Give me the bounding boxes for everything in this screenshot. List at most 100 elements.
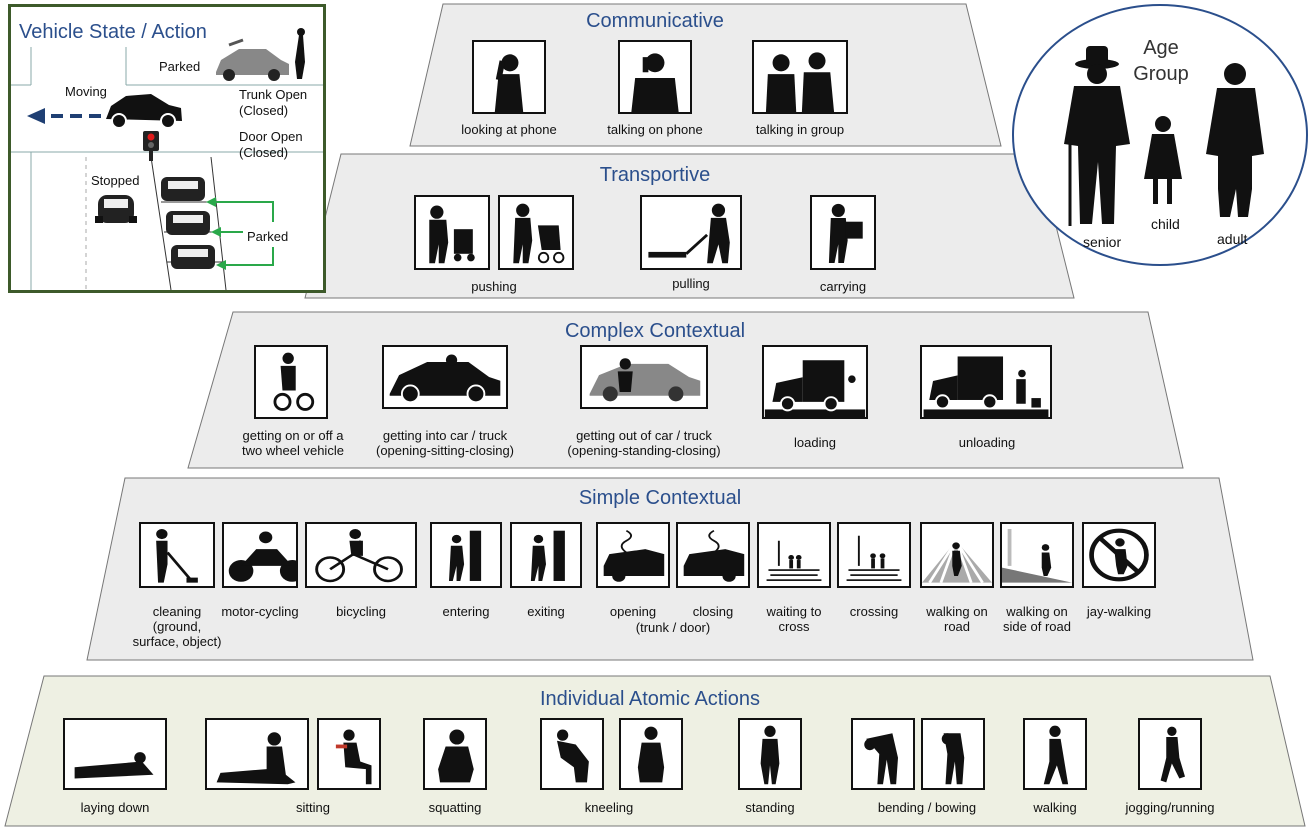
caption-cleaning: cleaning(ground,surface, object) [132, 604, 222, 649]
parked-car-icon [216, 28, 305, 81]
transportive-title: Transportive [599, 164, 711, 186]
crossing-icon [846, 535, 902, 581]
tile-squatting [423, 718, 487, 790]
caption-walking: walking [1033, 800, 1077, 815]
caption-carrying: carrying [819, 279, 867, 294]
senior-silhouette-icon [1064, 46, 1130, 226]
age-silhouettes [1064, 46, 1264, 226]
trunk-opening-icon [603, 529, 665, 582]
no-pedestrian-icon [1089, 528, 1149, 582]
age-label-child: child [1151, 216, 1180, 232]
squatting-icon [438, 729, 474, 783]
caption-talking-on-phone: talking on phone [607, 122, 703, 137]
car-entering-icon [389, 354, 501, 404]
kneeling-2-icon [637, 726, 665, 783]
tile-entering-door [430, 522, 502, 588]
complex-title: Complex Contextual [564, 320, 746, 342]
communicative-title: Communicative [586, 10, 724, 32]
motorcycle-icon [228, 531, 296, 582]
tile-jogging [1138, 718, 1202, 790]
caption-trunk-door-note: (trunk / door) [635, 620, 711, 635]
truck-loading-icon [764, 360, 866, 417]
stopped-car-icon [95, 195, 137, 223]
carrying-box-icon [828, 203, 863, 264]
adult-silhouette-icon [1206, 63, 1264, 217]
tile-standing [738, 718, 802, 790]
jogging-icon [1160, 726, 1185, 783]
caption-looking-at-phone: looking at phone [461, 122, 557, 137]
vehicle-scene [11, 28, 323, 290]
tile-car-entering [382, 345, 508, 409]
pushing-stroller-icon [513, 203, 565, 264]
caption-sitting-ground: sitting [296, 800, 330, 815]
label-trunk-open: Trunk Open [239, 87, 308, 102]
parked-row-car-1-icon [161, 177, 205, 201]
tile-motorcycle [222, 522, 298, 588]
tile-pushing-stroller [498, 195, 574, 270]
label-parked-top: Parked [159, 59, 201, 74]
tile-cleaning [139, 522, 215, 588]
standing-icon [760, 725, 780, 785]
tile-truck-loading [762, 345, 868, 419]
label-parked-side: Parked [247, 229, 289, 244]
caption-car-entering: getting into car / truck(opening-sitting… [375, 428, 515, 458]
caption-no-pedestrian: jay-walking [1086, 604, 1152, 619]
bicycle-icon [315, 529, 403, 583]
age-label-senior: senior [1083, 234, 1122, 250]
phone-talking-icon [631, 53, 679, 112]
moving-car-icon [106, 94, 182, 129]
truck-unloading-icon [923, 356, 1049, 417]
tile-truck-unloading [920, 345, 1052, 419]
caption-pushing: pushing [471, 279, 517, 294]
group-talking-icon [765, 52, 835, 112]
walking-road-icon [922, 540, 992, 584]
atomic-title: Individual Atomic Actions [539, 688, 761, 710]
tile-pulling-pallet [640, 195, 742, 270]
vehicle-panel-title: Vehicle State / Action [19, 21, 207, 43]
label-moving: Moving [65, 84, 107, 99]
caption-pulling: pulling [672, 276, 710, 291]
caption-exiting-door: exiting [527, 604, 565, 619]
tile-car-exiting [580, 345, 708, 409]
tile-trunk-opening [596, 522, 670, 588]
simple-title: Simple Contextual [578, 487, 742, 509]
caption-squatting: squatting [428, 800, 482, 815]
vehicle-state-panel: Vehicle State / Action Parked Moving Tru… [8, 4, 326, 293]
label-stopped: Stopped [91, 173, 140, 188]
caption-talking-in-group: talking in group [755, 122, 845, 137]
scooter-icon [273, 352, 315, 411]
caption-unloading: unloading [958, 435, 1016, 450]
age-label-adult: adult [1217, 231, 1248, 247]
tile-walking [1023, 718, 1087, 790]
tile-exiting-door [510, 522, 582, 588]
kneeling-1-icon [557, 729, 589, 783]
phone-looking-icon [494, 54, 524, 112]
laying-icon [74, 752, 154, 779]
waiting-crosswalk-icon [766, 540, 822, 581]
bending-icon [864, 733, 898, 785]
tile-bicycle [305, 522, 417, 588]
arrow-head-icon [27, 108, 45, 124]
tile-kneeling-2 [619, 718, 683, 790]
caption-motorcycle: motor-cycling [221, 604, 299, 619]
tile-laying [63, 718, 167, 790]
label-door-open: Door Open [239, 129, 303, 144]
child-silhouette-icon [1144, 116, 1182, 204]
parked-row-car-3-icon [171, 245, 215, 269]
entering-door-icon [449, 530, 482, 581]
sitting-chair-icon [335, 729, 372, 785]
car-exiting-icon [589, 358, 701, 402]
caption-jogging: jogging/running [1125, 800, 1215, 815]
caption-entering-door: entering [442, 604, 490, 619]
walking-roadside-icon [1002, 529, 1072, 583]
pushing-cart-icon [429, 205, 475, 264]
tile-crossing [837, 522, 911, 588]
sitting-ground-icon [216, 732, 296, 785]
trunk-closing-icon [683, 529, 745, 582]
tile-walking-roadside [1000, 522, 1074, 588]
tile-pushing-cart [414, 195, 490, 270]
label-door-closed: (Closed) [239, 145, 289, 160]
